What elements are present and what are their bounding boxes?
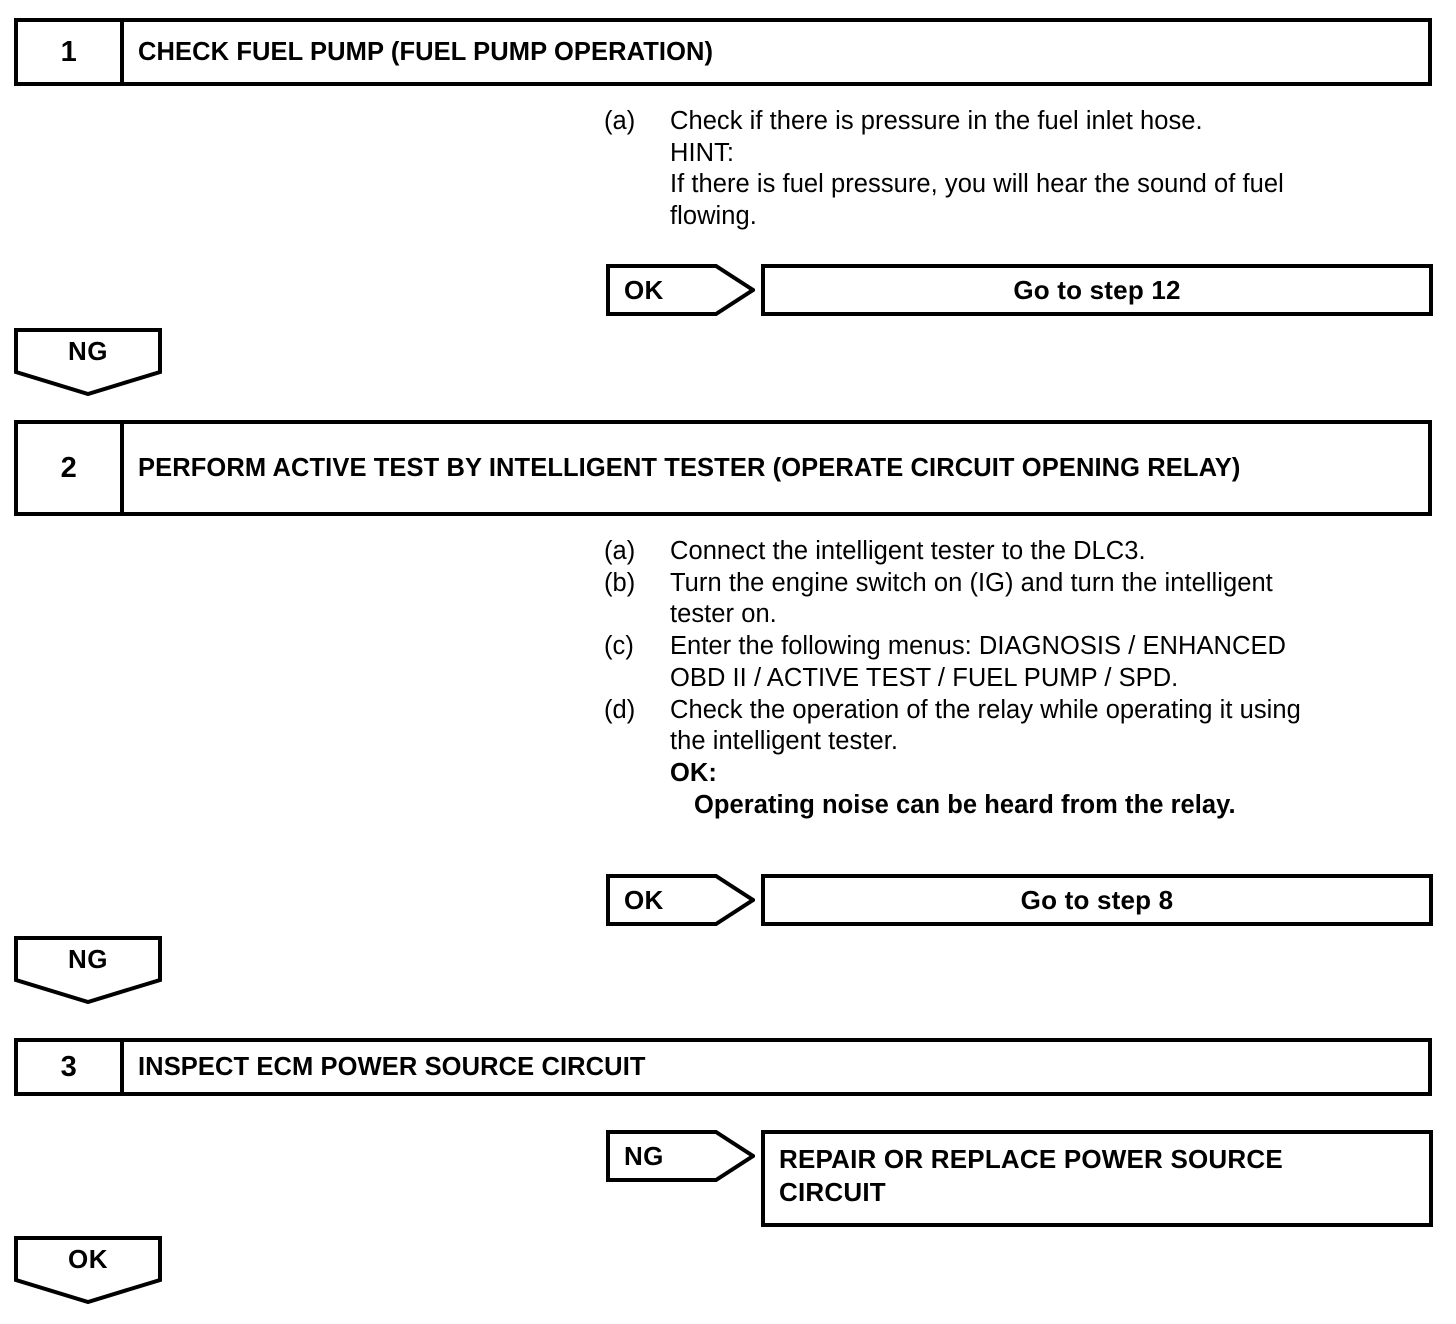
step-header-3: 3 INSPECT ECM POWER SOURCE CIRCUIT bbox=[14, 1038, 1432, 1096]
step-header-2: 2 PERFORM ACTIVE TEST BY INTELLIGENT TES… bbox=[14, 420, 1432, 516]
step-exit-ng-1: NG bbox=[14, 328, 162, 396]
item-text: Check the operation of the relay while o… bbox=[670, 695, 1301, 724]
step-title-2: PERFORM ACTIVE TEST BY INTELLIGENT TESTE… bbox=[138, 453, 1241, 482]
result-box-line: CIRCUIT bbox=[779, 1176, 886, 1207]
item-text: Connect the intelligent tester to the DL… bbox=[670, 537, 1146, 565]
ok-criteria-value: Operating noise can be heard from the re… bbox=[694, 790, 1236, 819]
step-body-2: (a) Connect the intelligent tester to th… bbox=[604, 536, 1438, 822]
item-sub-line: tester on. bbox=[670, 600, 777, 629]
item-text: Turn the engine switch on (IG) and turn … bbox=[670, 568, 1273, 597]
branch-chevron-label: OK bbox=[624, 274, 664, 305]
branch-row-step-1: OK Go to step 12 bbox=[606, 264, 1433, 316]
instruction-item: (a) Connect the intelligent tester to th… bbox=[604, 536, 1438, 568]
instruction-item: (c) Enter the following menus: DIAGNOSIS… bbox=[604, 631, 1438, 663]
step-exit-ng-2: NG bbox=[14, 936, 162, 1004]
item-sub-line: flowing. bbox=[670, 202, 757, 231]
step-exit-label: OK bbox=[68, 1243, 108, 1274]
step-exit-ok-3: OK bbox=[14, 1236, 162, 1304]
result-box-goto-step-12[interactable]: Go to step 12 bbox=[761, 264, 1433, 316]
branch-chevron-ok-2: OK bbox=[606, 874, 755, 926]
branch-chevron-label: NG bbox=[624, 1140, 664, 1171]
step-number-2: 2 bbox=[18, 424, 124, 512]
step-exit-label: NG bbox=[68, 335, 108, 366]
branch-chevron-ng-3: NG bbox=[606, 1130, 755, 1182]
instruction-item: (d) Check the operation of the relay whi… bbox=[604, 695, 1438, 727]
step-title-1: CHECK FUEL PUMP (FUEL PUMP OPERATION) bbox=[138, 37, 714, 66]
step-number-3: 3 bbox=[18, 1042, 124, 1092]
step-body-1: (a) Check if there is pressure in the fu… bbox=[604, 106, 1434, 233]
ok-criteria-label: OK: bbox=[670, 759, 717, 788]
branch-chevron-ok-1: OK bbox=[606, 264, 755, 316]
item-sub-line: the intelligent tester. bbox=[670, 727, 898, 756]
item-marker: (d) bbox=[604, 695, 636, 724]
item-marker: (a) bbox=[604, 537, 636, 565]
item-marker: (c) bbox=[604, 632, 634, 661]
step-exit-label: NG bbox=[68, 943, 108, 974]
item-marker: (a) bbox=[604, 107, 636, 135]
item-sub-line: If there is fuel pressure, you will hear… bbox=[670, 170, 1284, 199]
item-marker: (b) bbox=[604, 568, 636, 597]
branch-chevron-label: OK bbox=[624, 884, 664, 915]
instruction-item: (b) Turn the engine switch on (IG) and t… bbox=[604, 568, 1438, 600]
item-text: Enter the following menus: DIAGNOSIS / E… bbox=[670, 632, 1286, 661]
step-header-1: 1 CHECK FUEL PUMP (FUEL PUMP OPERATION) bbox=[14, 18, 1432, 86]
item-sub-line: HINT: bbox=[670, 138, 734, 167]
step-number-1: 1 bbox=[18, 22, 124, 82]
result-box-repair-power-source[interactable]: REPAIR OR REPLACE POWER SOURCE CIRCUIT bbox=[761, 1130, 1433, 1227]
result-box-goto-step-8[interactable]: Go to step 8 bbox=[761, 874, 1433, 926]
result-box-line: REPAIR OR REPLACE POWER SOURCE bbox=[779, 1144, 1283, 1174]
branch-row-step-3: NG REPAIR OR REPLACE POWER SOURCE CIRCUI… bbox=[606, 1130, 1433, 1227]
instruction-item: (a) Check if there is pressure in the fu… bbox=[604, 106, 1434, 138]
item-sub-line: OBD II / ACTIVE TEST / FUEL PUMP / SPD. bbox=[670, 663, 1179, 692]
item-text: Check if there is pressure in the fuel i… bbox=[670, 107, 1203, 135]
branch-row-step-2: OK Go to step 8 bbox=[606, 874, 1433, 926]
step-title-3: INSPECT ECM POWER SOURCE CIRCUIT bbox=[138, 1052, 646, 1081]
